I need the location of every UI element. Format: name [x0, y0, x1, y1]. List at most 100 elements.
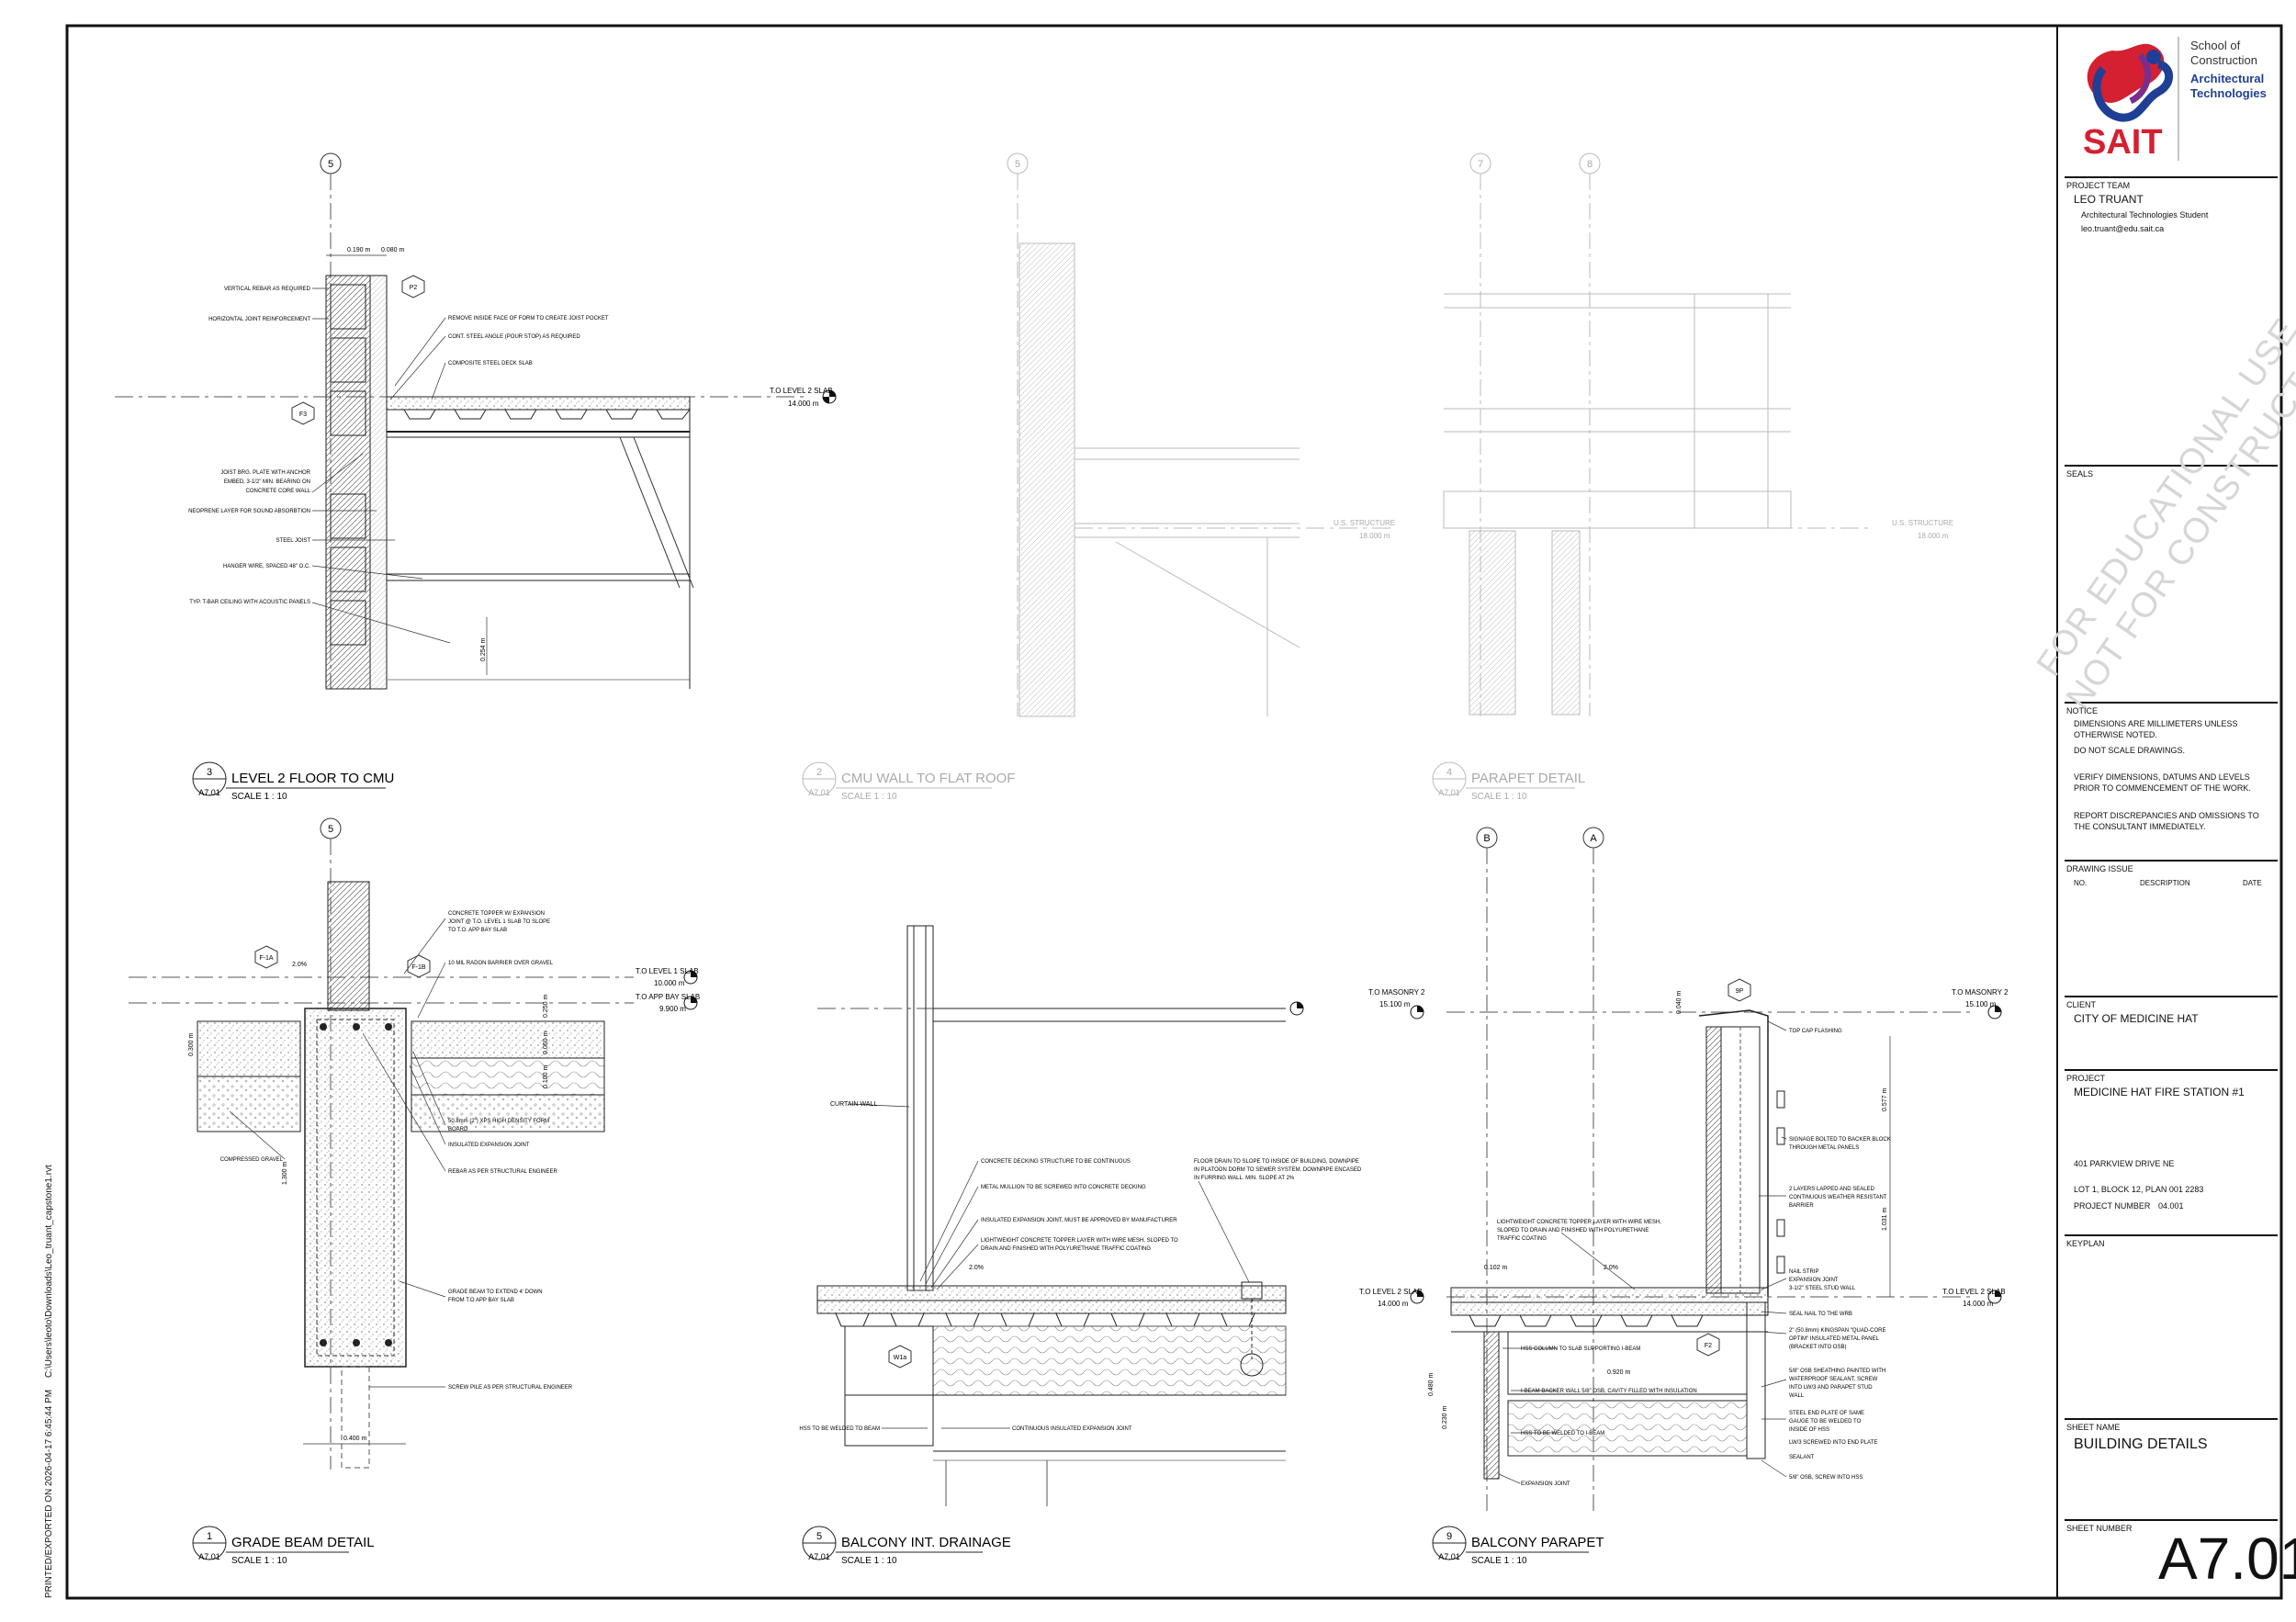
note-text: SLOPED TO DRAIN AND FINISHED WITH POLYUR…: [1497, 1228, 1649, 1233]
note-text: LIGHTWEIGHT CONCRETE TOPPER LAYER WITH W…: [1497, 1220, 1661, 1225]
drawing-issue-col-date: DATE: [2243, 879, 2262, 887]
note-text: HSS TO BE WELDED TO BEAM: [799, 1426, 880, 1432]
grid-label: 8: [1587, 159, 1593, 170]
notice-line-1: DIMENSIONS ARE MILLIMETERS UNLESS OTHERW…: [2074, 719, 2238, 739]
logo-school-line-2: Construction: [2190, 53, 2257, 67]
note-text: SEALANT: [1789, 1455, 1815, 1460]
grid-labels: 5 5 7 8 5 B A: [328, 159, 1597, 844]
side-print-label: PRINTED/EXPORTED ON: [44, 1488, 54, 1598]
dim-label: 0.190 m: [347, 247, 370, 253]
detail-1-sheet: A7.01: [198, 1552, 220, 1561]
project-legal: LOT 1, BLOCK 12, PLAN 001 2283: [2074, 1185, 2204, 1194]
level-elev: 18.000 m: [1918, 532, 1949, 540]
note-text: FLOOR DRAIN TO SLOPE TO INSIDE OF BUILDI…: [1194, 1159, 1359, 1165]
note-text: METAL MULLION TO BE SCREWED INTO CONCRET…: [981, 1185, 1146, 1190]
note-text: (BRACKET INTO OSB): [1789, 1345, 1846, 1350]
note-text: EXPANSION JOINT: [1789, 1278, 1839, 1283]
client-value: CITY OF MEDICINE HAT: [2074, 1012, 2199, 1025]
detail-9-scale: SCALE 1 : 10: [1471, 1556, 1527, 1566]
level-elev: 10.000 m: [654, 979, 685, 987]
logo-wordmark: SAIT: [2083, 123, 2163, 162]
dim-label: 0.300 m: [188, 1033, 195, 1056]
level-elev: 15.100 m: [1965, 1000, 1997, 1008]
note-text: INSULATED EXPANSION JOINT, MUST BE APPRO…: [981, 1218, 1177, 1223]
detail-5-title: BALCONY INT. DRAINAGE: [841, 1535, 1011, 1550]
dim-label: 1.031 m: [1882, 1208, 1888, 1231]
dim-label: 0.254 m: [480, 638, 487, 661]
note-text: CONTINUOUS INSULATED EXPANSION JOINT: [1012, 1426, 1132, 1432]
note-text: INSIDE OF HSS: [1789, 1427, 1829, 1433]
project-team-role: Architectural Technologies Student: [2081, 210, 2209, 220]
client-label: CLIENT: [2066, 1000, 2097, 1009]
note-text: WALL: [1789, 1393, 1805, 1399]
titleblock-rules: [2065, 176, 2278, 1521]
detail-5-sheet: A7.01: [808, 1552, 830, 1561]
tag-label: F2: [1705, 1343, 1712, 1349]
detail-5-drawing: [816, 925, 1287, 1506]
note-text: GRADE BEAM TO EXTEND 4' DOWN: [448, 1290, 543, 1295]
note-text: STEEL JOIST: [276, 538, 311, 544]
level-name: T.O MASONRY 2: [1368, 988, 1425, 997]
detail-3-title: LEVEL 2 FLOOR TO CMU: [231, 771, 394, 786]
logo-program-line-1: Architectural: [2190, 72, 2265, 85]
detail-3-number: 3: [207, 767, 212, 778]
detail-3-scale: SCALE 1 : 10: [231, 792, 287, 802]
grid-label: B: [1483, 833, 1490, 844]
note-text: REMOVE INSIDE FACE OF FORM TO CREATE JOI…: [448, 316, 609, 321]
note-text: NEOPRENE LAYER FOR SOUND ABSORBTION: [188, 509, 310, 514]
level-name: T.O MASONRY 2: [1952, 988, 2009, 997]
note-text: INTO LW/3 AND PARAPET STUD: [1789, 1385, 1873, 1391]
seals-label: SEALS: [2066, 469, 2094, 479]
detail-3-notes: VERTICAL REBAR AS REQUIRED HORIZONTAL JO…: [188, 287, 609, 605]
note-text: WATERPROOF SEALANT, SCREW: [1789, 1377, 1878, 1382]
sheet-number-label: SHEET NUMBER: [2066, 1524, 2133, 1533]
note-text: JOIST BRG. PLATE WITH ANCHOR: [220, 470, 310, 476]
detail-2-scale: SCALE 1 : 10: [841, 792, 897, 802]
detail-4-sheet: A7.01: [1438, 788, 1460, 797]
note-text: IN PLATOON DORM TO SEWER SYSTEM. DOWNPIP…: [1194, 1167, 1362, 1173]
detail-1-title: GRADE BEAM DETAIL: [231, 1535, 375, 1550]
tag-label: F-1A: [259, 955, 274, 962]
level-name: T.O LEVEL 2 SLAB: [1942, 1288, 2006, 1296]
sait-logo-icon: [2087, 37, 2179, 161]
dim-label: 0.100 m: [543, 1065, 549, 1088]
notice-line-4: REPORT DISCREPANCIES AND OMISSIONS TO TH…: [2074, 811, 2259, 831]
detail-3-drawing: [115, 152, 837, 690]
detail-1-drawing: [129, 817, 698, 1470]
detail-9-title: BALCONY PARAPET: [1471, 1535, 1604, 1550]
note-text: HANGER WIRE, SPACED 48" O.C.: [223, 564, 310, 569]
note-text: STEEL END PLATE OF SAME: [1789, 1411, 1864, 1416]
level-labels: T.O LEVEL 2 SLAB 14.000 m U.S. STRUCTURE…: [636, 387, 2009, 1308]
logo-school-line-1: School of: [2190, 39, 2241, 52]
level-name: T.O LEVEL 1 SLAB: [636, 967, 699, 975]
note-text: TO T.O. APP BAY SLAB: [448, 928, 507, 933]
note-text: CONCRETE TOPPER W/ EXPANSION: [448, 911, 545, 917]
note-text: SCREW PILE AS PER STRUCTURAL ENGINEER: [448, 1385, 573, 1391]
note-text: 2" (50.8mm) KINGSPAN "QUAD-CORE: [1789, 1328, 1886, 1334]
note-text: INSULATED EXPANSION JOINT: [448, 1143, 530, 1148]
detail-3-sheet: A7.01: [198, 788, 220, 797]
side-print-path: C:\Users\leoto\Downloads\Leo_truant_caps…: [44, 1165, 54, 1378]
sheet-number-value: A7.01: [2158, 1526, 2296, 1592]
detail-1-scale: SCALE 1 : 10: [231, 1556, 287, 1566]
dim-label: 0.250 m: [543, 995, 549, 1018]
note-text: 5/8" OSB, SCREW INTO HSS: [1789, 1475, 1863, 1481]
level-name: T.O LEVEL 2 SLAB: [770, 387, 833, 395]
dim-label: 0.050 m: [543, 1031, 549, 1054]
level-name: U.S. STRUCTURE: [1892, 519, 1953, 527]
dim-label: 2.0%: [1604, 1265, 1618, 1271]
detail-4-number: 4: [1446, 767, 1452, 778]
drawing-issue-label: DRAWING ISSUE: [2066, 864, 2133, 873]
level-elev: 18.000 m: [1359, 532, 1390, 540]
note-text: BARRIER: [1789, 1203, 1814, 1209]
note-text: IN FURRING WALL. MIN. SLOPE AT 2%: [1194, 1176, 1295, 1181]
note-text: 5/8" OSB SHEATHING PAINTED WITH: [1789, 1369, 1885, 1374]
tag-label: 9P: [1736, 988, 1744, 995]
note-text: COMPOSITE STEEL DECK SLAB: [448, 361, 533, 366]
detail-5-scale: SCALE 1 : 10: [841, 1556, 897, 1566]
note-text: DRAIN AND FINISHED WITH POLYURETHANE TRA…: [981, 1246, 1151, 1252]
logo-program-line-2: Technologies: [2190, 86, 2267, 100]
grid-label: 5: [328, 159, 333, 170]
note-text: SIGNAGE BOLTED TO BACKER BLOCK: [1789, 1137, 1891, 1143]
